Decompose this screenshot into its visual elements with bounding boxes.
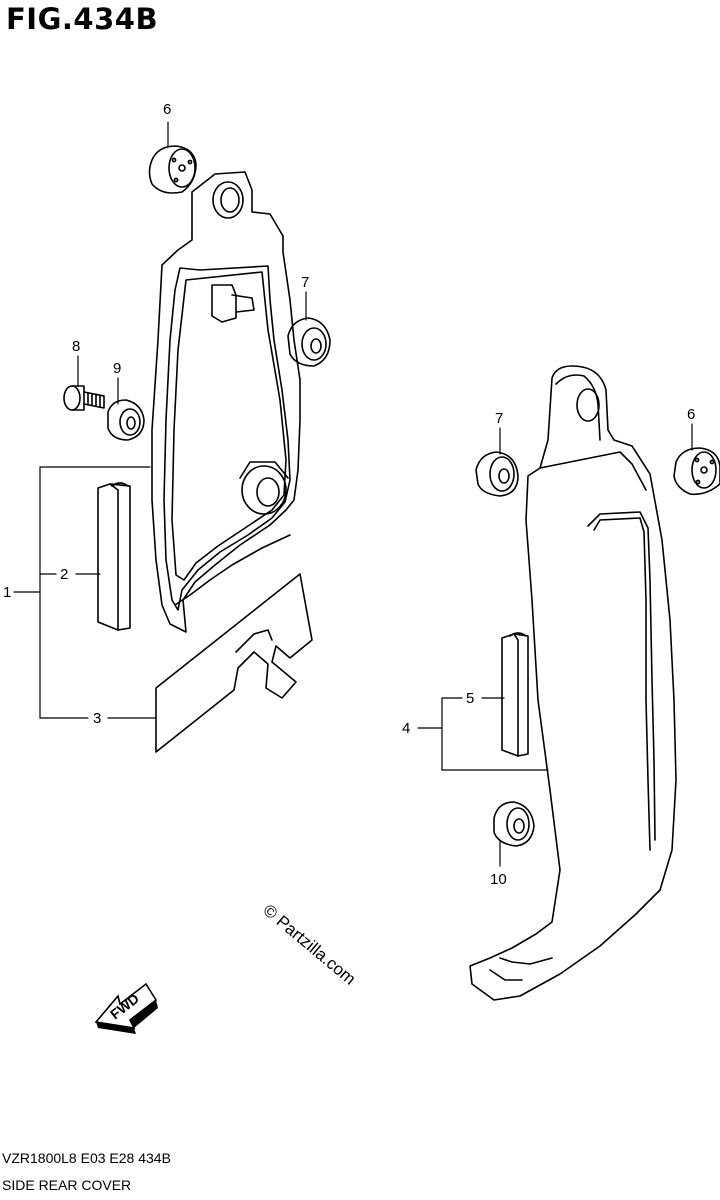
footer-section-title: SIDE REAR COVER xyxy=(2,1177,132,1193)
callout-7-right: 7 xyxy=(495,410,503,427)
bolt-8 xyxy=(63,385,105,411)
callout-labels: 6 7 8 9 1 2 3 7 6 5 4 10 xyxy=(3,101,695,888)
grommet-6-right xyxy=(673,447,720,496)
footer-model-code: VZR1800L8 E03 E28 434B xyxy=(2,1150,171,1166)
label-3 xyxy=(155,573,313,753)
callout-5: 5 xyxy=(466,690,474,707)
grommet-10 xyxy=(493,801,535,847)
grommet-6-left xyxy=(148,145,197,194)
grommet-7-left xyxy=(287,317,331,367)
callout-7-left: 7 xyxy=(301,274,309,291)
callout-3: 3 xyxy=(93,710,101,727)
right-side-cover xyxy=(469,365,677,1001)
callout-1: 1 xyxy=(3,584,11,601)
callout-8: 8 xyxy=(72,338,80,355)
watermark-text: © Partzilla.com xyxy=(259,901,359,989)
callout-9: 9 xyxy=(113,360,121,377)
fwd-arrow-icon: FWD xyxy=(94,982,158,1034)
emblem-2 xyxy=(97,482,131,631)
callout-6-left: 6 xyxy=(163,101,171,118)
left-side-cover xyxy=(151,171,301,633)
leader-lines-left xyxy=(13,121,307,719)
figure-title: FIG.434B xyxy=(6,2,159,36)
callout-2: 2 xyxy=(60,566,68,583)
grommet-7-right xyxy=(475,451,519,497)
callout-4: 4 xyxy=(402,720,410,737)
parts-diagram: 6 7 8 9 1 2 3 7 6 5 4 10 © Partzilla.com… xyxy=(3,101,720,1034)
leader-lines-right xyxy=(417,423,693,867)
callout-6-right: 6 xyxy=(687,406,695,423)
grommet-9 xyxy=(107,399,145,441)
callout-10: 10 xyxy=(490,871,507,888)
emblem-5 xyxy=(501,632,529,757)
